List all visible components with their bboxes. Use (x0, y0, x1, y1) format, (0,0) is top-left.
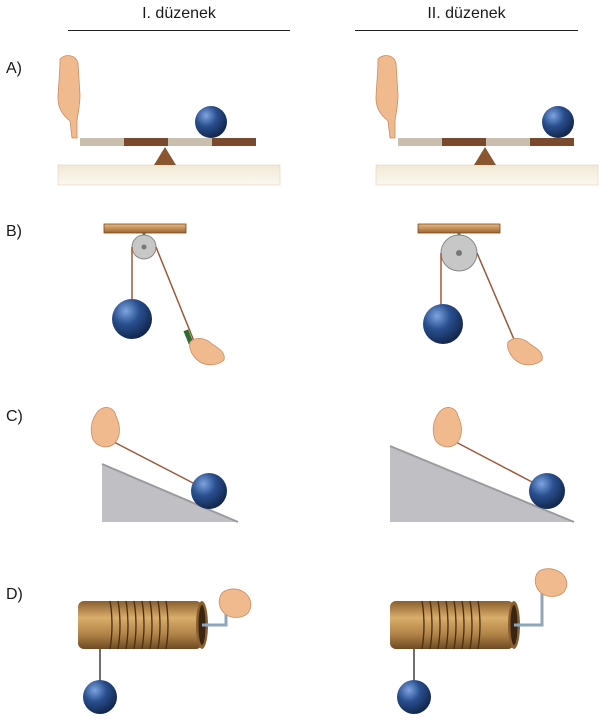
ball (397, 680, 431, 714)
rope-coil (149, 600, 153, 650)
lever-scene-1 (57, 55, 281, 186)
pushing-hand-icon (375, 55, 399, 139)
rope (476, 252, 517, 345)
rope-coils (421, 600, 481, 650)
rope-coil (141, 600, 145, 650)
ball (191, 473, 227, 509)
pulling-hand-icon (189, 338, 225, 366)
rope (109, 439, 196, 485)
rope-coil (117, 600, 121, 650)
crank-handle (514, 580, 544, 627)
rope-coil (429, 600, 433, 650)
pulling-hand-icon (432, 407, 462, 448)
rope-grip (183, 329, 194, 345)
incline-edge (101, 463, 239, 523)
cranking-hand-icon (218, 588, 252, 618)
rope-coil (421, 600, 425, 650)
pushing-hand-icon (57, 55, 81, 139)
rope-coil (469, 600, 473, 650)
drum-cylinder (78, 601, 202, 649)
ground-surface (57, 164, 281, 186)
lever-plank-segment (124, 138, 168, 146)
ball (83, 680, 117, 714)
pulling-hand-icon (90, 407, 120, 448)
pulley-scene-1 (103, 223, 225, 366)
rope-coils (109, 600, 169, 650)
cranking-hand-icon (534, 568, 568, 597)
fulcrum (154, 147, 176, 165)
windlass-scene-2 (390, 568, 568, 714)
pulley-scene-2 (417, 223, 543, 366)
rope-coil (133, 600, 137, 650)
windlass-scene-1 (78, 588, 252, 714)
fulcrum (474, 147, 496, 165)
lever-scene-2 (375, 55, 599, 186)
ball (529, 473, 565, 509)
rope-coil (461, 600, 465, 650)
pulley-axle (456, 250, 462, 256)
ceiling-beam (103, 223, 187, 234)
ball (542, 106, 574, 138)
rope-coil (445, 600, 449, 650)
column-header-1: I. düzenek (68, 0, 290, 31)
row-label-a: A) (6, 60, 22, 77)
ball (423, 304, 463, 344)
ground-surface (375, 164, 599, 186)
rope (155, 246, 197, 347)
pulley-axle (141, 244, 147, 250)
pulling-hand-icon (507, 338, 543, 366)
rope-coil (453, 600, 457, 650)
row-label-b: B) (6, 223, 22, 240)
ball (112, 299, 152, 339)
ceiling-beam (417, 223, 501, 234)
incline-scene-1 (90, 407, 239, 523)
incline-scene-2 (389, 407, 575, 523)
rope-coil (125, 600, 129, 650)
rope-coil (165, 600, 169, 650)
drum-cylinder (390, 601, 514, 649)
rope-coil (157, 600, 161, 650)
rope-coil (437, 600, 441, 650)
row-label-d: D) (6, 586, 23, 603)
lever-plank-segment (212, 138, 256, 146)
column-header-2: II. düzenek (355, 0, 578, 31)
lever-plank-segment (442, 138, 486, 146)
lever-plank-segment (530, 138, 574, 146)
rope (451, 439, 533, 483)
rope-coil (477, 600, 481, 650)
rope-coil (109, 600, 113, 650)
incline-edge (389, 445, 575, 523)
row-label-c: C) (6, 408, 23, 425)
ball (195, 106, 227, 138)
